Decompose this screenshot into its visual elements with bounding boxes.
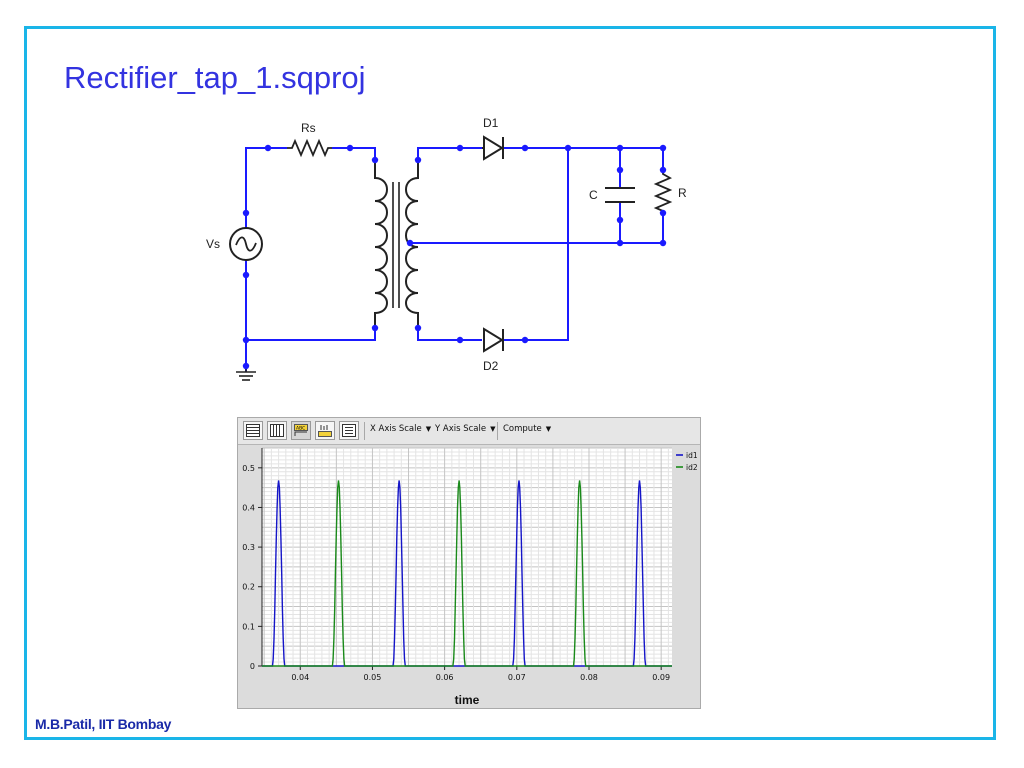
capacitor-c <box>605 187 635 203</box>
wire-secondary-top <box>417 147 482 160</box>
abc-plot-icon: ABC <box>294 424 308 436</box>
y-tick-label: 0.2 <box>242 583 255 592</box>
wire-bottom-rail <box>246 328 376 341</box>
series-id2 <box>262 480 672 667</box>
circuit-nodes <box>242 144 667 370</box>
plot-window: ABC X Axis Scale▼ Y Axis Scale▼ Compute▼ <box>237 417 701 709</box>
horizontal-grid-button[interactable] <box>243 421 263 440</box>
transformer <box>374 160 419 328</box>
y-axis-scale-menu[interactable]: Y Axis Scale▼ <box>435 424 496 434</box>
y-axis-scale-label: Y Axis Scale <box>435 424 487 434</box>
toolbar-separator <box>497 422 498 440</box>
slide-footer: M.B.Patil, IIT Bombay <box>35 716 172 732</box>
current-plot: 0 0.1 0.2 0.3 0.4 0.5 0.04 0.05 0.06 0.07 0.08 0.09… <box>242 447 698 707</box>
secondary-coil <box>405 160 419 328</box>
abc-plot-button[interactable]: ABC <box>291 421 311 440</box>
wire-left-top <box>245 147 287 213</box>
abc-bars-icon <box>318 425 332 437</box>
r-resistor <box>653 170 673 213</box>
vs-source <box>229 227 263 261</box>
abc-bars-button[interactable] <box>315 421 335 440</box>
chevron-down-icon: ▼ <box>545 425 552 433</box>
toolbar-separator <box>364 422 365 440</box>
legend-list-icon <box>342 424 356 437</box>
chevron-down-icon: ▼ <box>425 425 432 433</box>
y-tick-label: 0.5 <box>242 464 255 473</box>
x-tick-label: 0.07 <box>508 673 526 682</box>
primary-coil <box>374 160 388 328</box>
slide-title: Rectifier_tap_1.sqproj <box>64 60 366 95</box>
compute-menu[interactable]: Compute▼ <box>503 424 551 434</box>
x-axis-scale-menu[interactable]: X Axis Scale▼ <box>370 424 431 434</box>
compute-label: Compute <box>503 424 542 434</box>
diode-d2 <box>483 327 504 353</box>
horizontal-grid-icon <box>246 424 260 437</box>
rs-label: Rs <box>301 121 316 135</box>
x-tick-label: 0.06 <box>436 673 454 682</box>
x-tick-label: 0.04 <box>291 673 309 682</box>
wire-rs-to-primary <box>332 147 376 160</box>
y-tick-label: 0 <box>250 662 255 671</box>
svg-text:ABC: ABC <box>296 426 305 432</box>
d1-label: D1 <box>483 116 499 130</box>
series-id1 <box>262 480 672 667</box>
slide-frame <box>24 26 996 740</box>
c-label: C <box>589 188 598 202</box>
legend-label-id2: id2 <box>686 463 698 472</box>
vs-sine-icon <box>235 236 257 252</box>
vertical-grid-icon <box>270 424 284 437</box>
rs-resistor <box>287 138 332 158</box>
x-axis-label: time <box>455 693 480 707</box>
diode-d1 <box>482 135 504 161</box>
x-tick-label: 0.09 <box>652 673 670 682</box>
vertical-grid-button[interactable] <box>267 421 287 440</box>
y-tick-label: 0.4 <box>242 503 255 512</box>
d2-label: D2 <box>483 359 499 373</box>
wire-secondary-bottom <box>417 328 482 341</box>
plot-toolbar: ABC X Axis Scale▼ Y Axis Scale▼ Compute▼ <box>238 418 700 445</box>
x-axis-scale-label: X Axis Scale <box>370 424 422 434</box>
x-tick-label: 0.08 <box>580 673 598 682</box>
r-label: R <box>678 186 687 200</box>
legend-list-button[interactable] <box>339 421 359 440</box>
y-tick-label: 0.1 <box>242 622 255 631</box>
y-tick-label: 0.3 <box>242 543 255 552</box>
rectifier-schematic: Rs Vs D1 D2 C R <box>206 116 687 381</box>
legend-label-id1: id1 <box>686 451 698 460</box>
x-tick-label: 0.05 <box>364 673 382 682</box>
vs-label: Vs <box>206 237 220 251</box>
chevron-down-icon: ▼ <box>490 425 496 433</box>
